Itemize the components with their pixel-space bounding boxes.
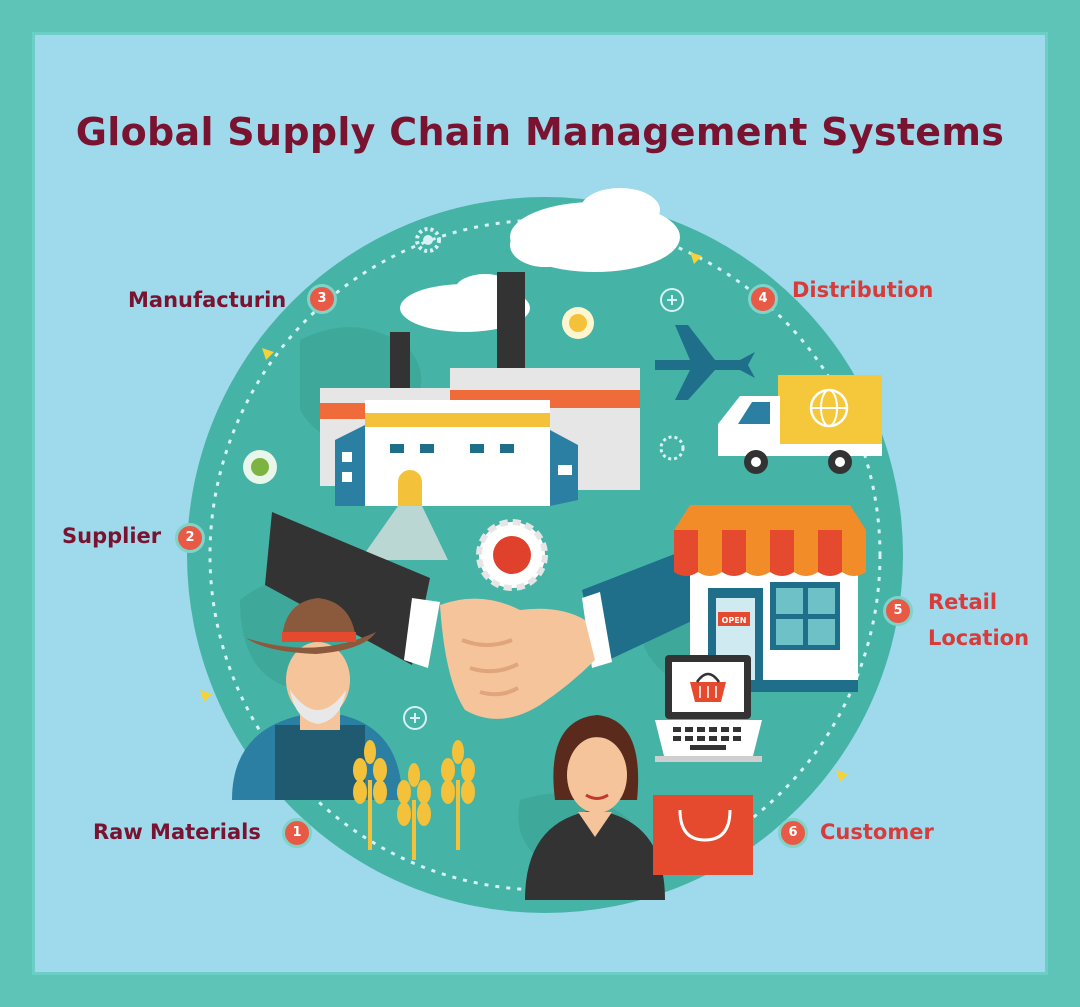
airplane-icon [655, 325, 755, 400]
step-badge-4: 4 [748, 284, 778, 314]
laptop [655, 655, 762, 762]
step-badge-5: 5 [883, 596, 913, 626]
shopping-basket-icon [690, 672, 726, 702]
step-label-manufacturing: Manufacturin [128, 288, 287, 312]
cloud-icon [510, 188, 680, 272]
orbit-arrow [262, 348, 274, 360]
handshake [265, 512, 698, 719]
step-badge-3: 3 [307, 284, 337, 314]
customer-woman [525, 715, 665, 900]
step-label-supplier: Supplier [62, 524, 162, 548]
step-label-customer: Customer [820, 820, 934, 844]
orbit-path [208, 218, 882, 892]
step-label-retail-line1: Retail [928, 590, 998, 614]
farmer [232, 598, 402, 800]
plus-icon [660, 288, 684, 312]
step-badge-2: 2 [175, 523, 205, 553]
gear-icon [659, 435, 685, 461]
shopping-bag-icon [653, 795, 753, 875]
page-title: Global Supply Chain Management Systems [75, 110, 1005, 154]
orbit-arrow [690, 252, 702, 264]
step-badge-6: 6 [778, 818, 808, 848]
delivery-truck [718, 375, 882, 474]
wheat-icon [353, 740, 475, 860]
step-label-distribution: Distribution [792, 278, 934, 302]
factory [320, 272, 640, 560]
globe-icon [809, 388, 849, 428]
plus-icon [403, 706, 427, 730]
gear-icon [243, 450, 277, 484]
orbit-arrow [836, 770, 848, 782]
open-sign: OPEN [722, 616, 747, 625]
sun-gear-icon [562, 307, 594, 339]
step-label-retail-line2: Location [928, 626, 1030, 650]
orbit-arrow [200, 690, 212, 702]
step-label-raw-materials: Raw Materials [93, 820, 261, 844]
gear-icon [476, 519, 548, 591]
gear-icon [415, 227, 441, 253]
step-badge-1: 1 [282, 818, 312, 848]
